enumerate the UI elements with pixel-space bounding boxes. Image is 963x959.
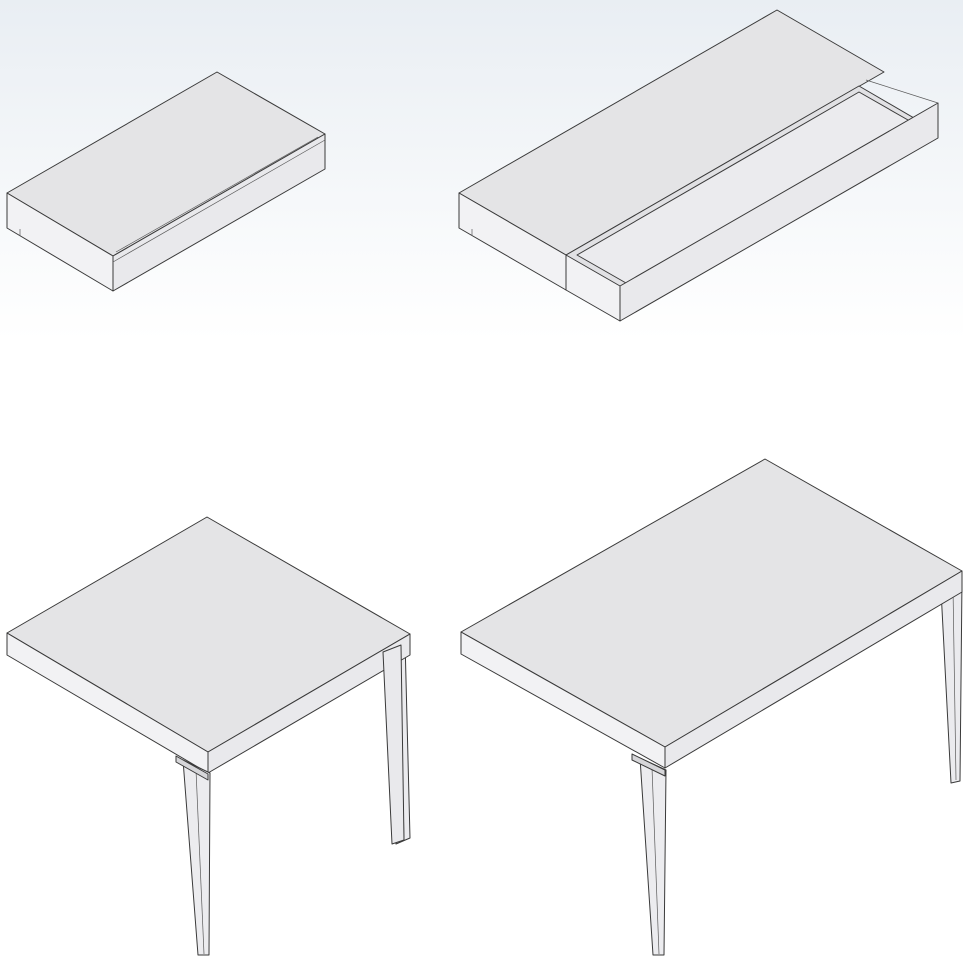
small-table-side bbox=[207, 633, 411, 774]
small-table-front-leg-edge bbox=[195, 769, 205, 955]
large-table-front-leg-edge bbox=[651, 767, 660, 955]
large-table-side bbox=[664, 570, 963, 769]
extended-table-drawer-edge bbox=[865, 79, 939, 104]
folded-table-edge-line bbox=[112, 139, 326, 263]
folded-table-seam bbox=[115, 136, 319, 253]
large-table-back-leg-edge bbox=[952, 587, 957, 781]
large-table-top bbox=[460, 458, 963, 748]
folded-table-side bbox=[112, 133, 326, 292]
large-table-back-leg bbox=[940, 579, 963, 784]
small-table-bracket bbox=[175, 755, 209, 781]
large-table-bracket bbox=[631, 753, 666, 777]
small-table-right-leg bbox=[382, 644, 405, 845]
small-table-front-leg bbox=[182, 759, 211, 956]
extended-table-drawer-side bbox=[619, 102, 939, 322]
